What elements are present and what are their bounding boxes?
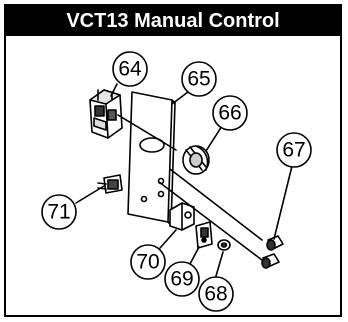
- callout-65: 65: [187, 68, 210, 91]
- part-68-nut: [217, 239, 231, 251]
- callout-69: 69: [170, 268, 193, 291]
- callout-66: 66: [218, 102, 241, 125]
- callout-circles: [41, 51, 312, 312]
- diagram-title: VCT13 Manual Control: [6, 6, 340, 36]
- callout-71: 71: [47, 201, 70, 224]
- part-65-mounting-plate: [127, 91, 176, 226]
- callout-70: 70: [136, 251, 159, 274]
- callout-67: 67: [282, 139, 305, 162]
- part-67-screws: [261, 235, 284, 269]
- part-70-bracket: [169, 202, 195, 231]
- part-66-control-knob: [182, 145, 210, 175]
- part-64-switch-assembly: [89, 89, 123, 139]
- callout-64: 64: [118, 58, 142, 81]
- callout-68: 68: [204, 283, 227, 306]
- part-71-toggle-switch: [97, 174, 123, 194]
- part-69-block: [195, 221, 213, 249]
- leader-lines: [75, 83, 293, 277]
